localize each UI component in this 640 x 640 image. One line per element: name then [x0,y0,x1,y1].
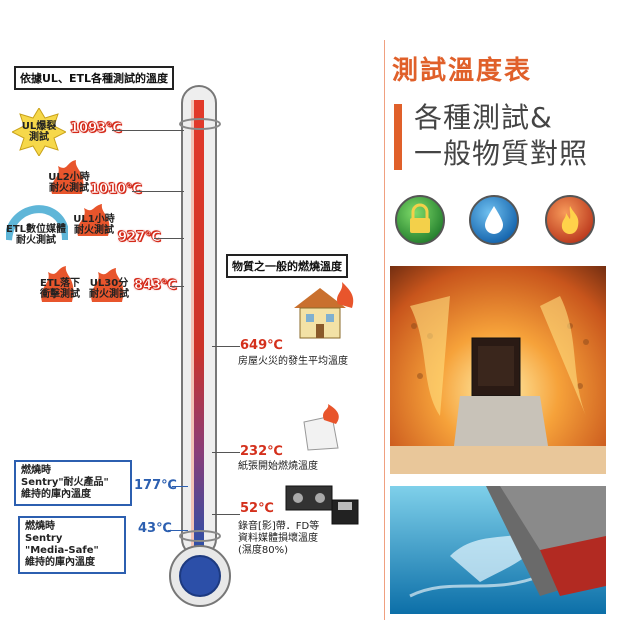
test-label-etl-media: ETL數位媒體 耐火測試 [5,224,67,246]
connector-1093 [112,130,184,131]
temp-177: 177℃ [134,478,177,493]
burning-paper-icon [303,404,339,451]
burning-house-icon [294,282,354,339]
subtitle-line2: 一般物質對照 [414,137,589,170]
temp-843: 843℃ [134,278,177,294]
accent-bar [394,104,402,170]
connector-843 [170,286,184,287]
connector-649 [212,346,240,347]
connector-1010 [132,191,184,192]
connector-177 [172,486,188,487]
desc-media: 錄音[影]帶．FD等 資料媒體損壞溫度 (濕度80%) [238,521,320,556]
page-title: 測試溫度表 [392,56,533,86]
test-label-ul-2hr: UL2小時 耐火測試 [48,172,90,194]
connector-43 [168,530,188,531]
note-fire-product: 燃燒時 Sentry"耐火產品" 維持的庫內溫度 [14,460,132,506]
ul-1hr-fire-badge [77,204,110,236]
note-media-safe: 燃燒時 Sentry "Media-Safe" 維持的庫內溫度 [18,516,126,574]
test-label-ul-30min: UL30分 耐火測試 [89,278,129,300]
connector-232 [212,452,240,453]
subtitle-line1: 各種測試& [414,101,553,134]
lock-icon [395,195,445,245]
thermometer [169,85,231,607]
test-label-etl-drop: ETL落下 衝擊測試 [39,278,81,300]
fire-test-photo [390,266,606,474]
divider [384,40,385,620]
media-tape-icon [285,485,359,525]
temp-52: 52℃ [240,501,274,516]
ul-2hr-fire-badge [51,160,84,194]
temp-1093: 1093℃ [70,121,123,137]
connector-927 [154,238,184,239]
connector-52 [212,514,240,515]
fire-icon [545,195,595,245]
left-heading: 依據UL、ETL各種測試的溫度 [14,66,174,90]
test-label-ul-1hr: UL1小時 耐火測試 [73,214,115,236]
desc-paper: 紙張開始燃燒溫度 [238,461,318,472]
temp-927: 927℃ [118,230,161,246]
test-label-ul-blast: UL爆裂 測試 [21,121,57,143]
right-heading: 物質之一般的燃燒溫度 [226,254,348,278]
ul-blast-test-badge [12,108,66,156]
etl-drop-test-badge [41,266,74,302]
water-drop-icon [469,195,519,245]
temp-649: 649℃ [240,338,283,353]
desc-house-fire: 房屋火災的發生平均溫度 [238,356,348,367]
temp-43: 43℃ [138,521,172,536]
temp-232: 232℃ [240,444,283,459]
water-splash-photo [390,486,606,614]
temp-1010: 1010℃ [90,182,143,198]
etl-media-fire-badge [6,205,68,241]
ul-30min-fire-badge [91,268,124,302]
